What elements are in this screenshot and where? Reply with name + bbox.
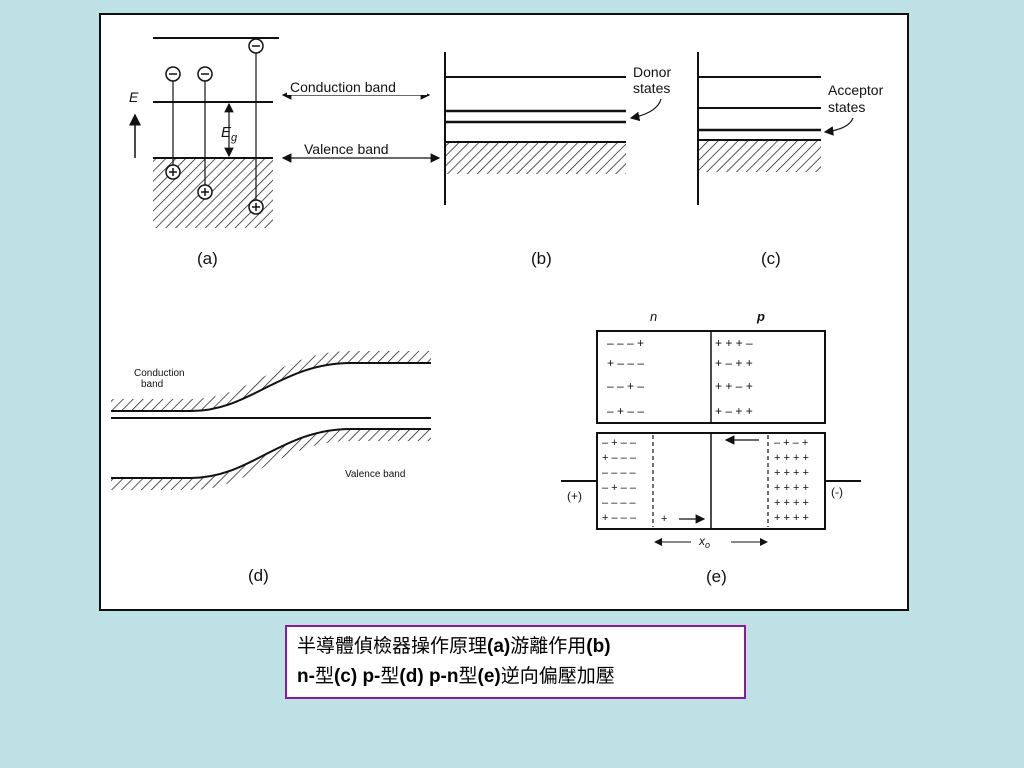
conduction-band-label: Conduction band xyxy=(290,79,396,95)
donor-states-label-1: Donor xyxy=(633,64,671,80)
svg-text:– – – +: – – – + xyxy=(607,336,644,350)
p-region-label: p xyxy=(756,309,765,324)
valence-band-hatch xyxy=(445,142,626,174)
caption-box: 半導體偵檢器操作原理(a)游離作用(b) n-型(c) p-型(d) p-n型(… xyxy=(285,625,746,699)
valence-band-label: Valence band xyxy=(345,469,405,480)
svg-text:+ – – –: + – – – xyxy=(607,356,644,370)
conduction-band-label-1: Conduction xyxy=(134,368,185,379)
diagram-c: Acceptor states (c) xyxy=(697,52,884,268)
energy-label: E xyxy=(129,89,139,105)
acceptor-states-label-1: Acceptor xyxy=(828,82,884,98)
svg-text:+ – – –: + – – – xyxy=(602,512,637,524)
svg-text:+ + + +: + + + + xyxy=(774,497,809,509)
diagram-d: Conduction band Valence band (d) xyxy=(111,351,431,585)
svg-text:+ – + +: + – + + xyxy=(715,404,753,418)
svg-text:+ + + +: + + + + xyxy=(774,512,809,524)
valence-band-label: Valence band xyxy=(304,141,389,157)
acceptor-states-label-2: states xyxy=(828,99,865,115)
svg-text:+ + – +: + + – + xyxy=(715,379,753,393)
svg-text:– + – –: – + – – xyxy=(607,404,644,418)
charge-carriers-biased: – + – – + – – – – – – – – + – – – – – – … xyxy=(602,437,809,525)
valence-band-hatch xyxy=(698,140,821,172)
svg-text:+ + + +: + + + + xyxy=(774,467,809,479)
depletion-width-label: xo xyxy=(698,534,710,550)
svg-text:– + – +: – + – + xyxy=(774,437,808,449)
charge-carriers-unbiased: – – – + + – – – – – + – – + – – + + + – … xyxy=(607,336,753,418)
svg-text:+ + + +: + + + + xyxy=(774,482,809,494)
svg-text:+ – + +: + – + + xyxy=(715,356,753,370)
svg-text:+ + + +: + + + + xyxy=(774,452,809,464)
n-region-label: n xyxy=(650,309,657,324)
diagram-a: E Eg (a) xyxy=(129,37,279,268)
svg-text:– – – –: – – – – xyxy=(602,467,637,479)
label-c: (c) xyxy=(761,249,781,268)
svg-text:+: + xyxy=(661,513,667,525)
label-b: (b) xyxy=(531,249,552,268)
electron-hole-pair-2 xyxy=(197,66,213,200)
label-e: (e) xyxy=(706,567,727,586)
diagram-e: n p – – – + + – – – – – + – – + – – + + … xyxy=(561,309,861,586)
svg-text:+ – – –: + – – – xyxy=(602,452,637,464)
conduction-band-label-2: band xyxy=(141,379,163,390)
svg-text:– – + –: – – + – xyxy=(607,379,644,393)
svg-text:– – – –: – – – – xyxy=(602,497,637,509)
figure-panel: E Eg (a) xyxy=(99,13,909,611)
band-gap-label: Eg xyxy=(221,124,238,144)
caption-line-2: n-型(c) p-型(d) p-n型(e)逆向偏壓加壓 xyxy=(297,666,615,687)
electron-hole-pair-1 xyxy=(165,66,181,180)
svg-text:– + – –: – + – – xyxy=(602,437,637,449)
electron-hole-pair-3 xyxy=(248,38,264,215)
positive-terminal-label: (+) xyxy=(567,489,582,503)
caption-line-1: 半導體偵檢器操作原理(a)游離作用(b) xyxy=(297,636,611,657)
label-a: (a) xyxy=(197,249,218,268)
diagram-b: Conduction band Valence band Donor state… xyxy=(281,52,671,268)
label-d: (d) xyxy=(248,566,269,585)
svg-text:+ + + –: + + + – xyxy=(715,336,753,350)
svg-text:– + – –: – + – – xyxy=(602,482,637,494)
negative-terminal-label: (-) xyxy=(831,485,843,499)
donor-states-label-2: states xyxy=(633,80,670,96)
